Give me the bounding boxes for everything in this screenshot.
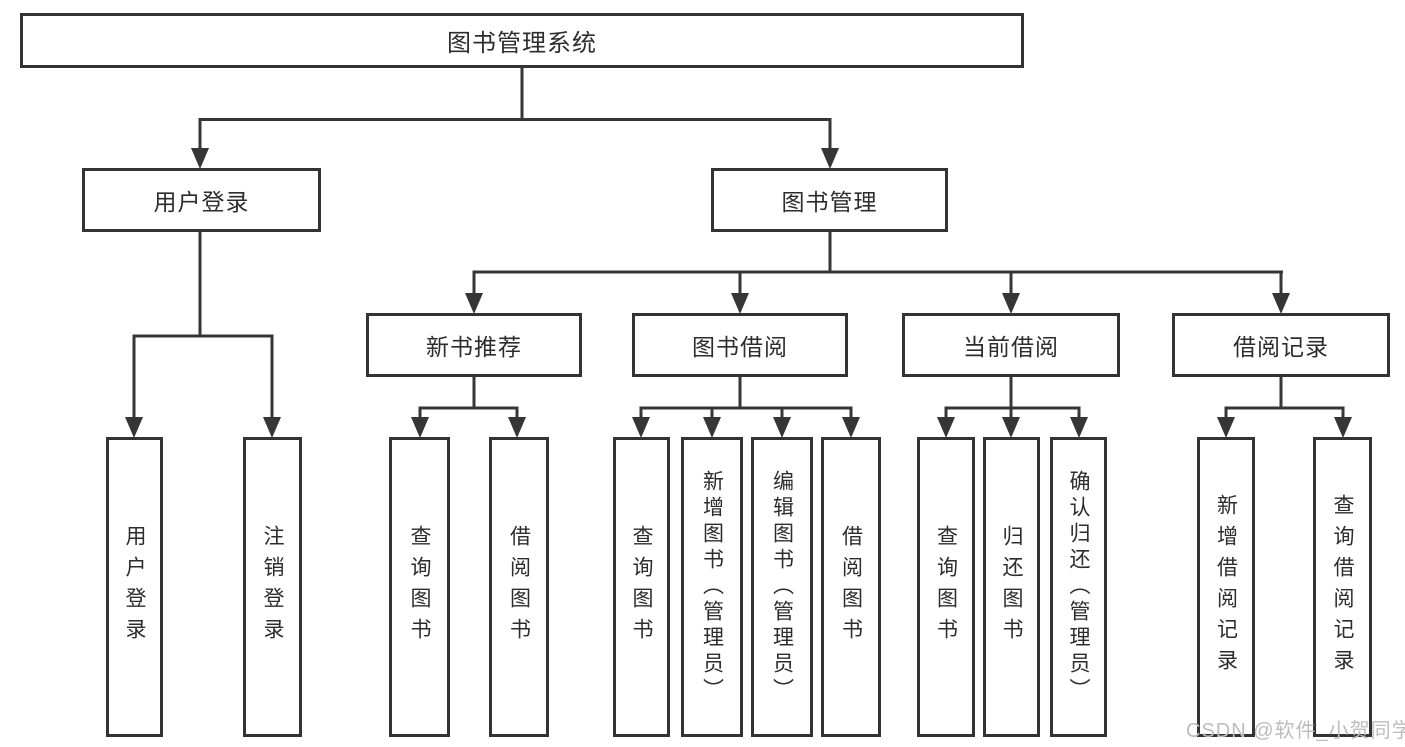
node-borrowing-records: 借阅记录 — [1172, 313, 1390, 377]
node-return-books: 归还图书 — [983, 437, 1040, 737]
node-user-login: 用户登录 — [82, 168, 321, 232]
csdn-watermark: CSDN @软件_小贺同学 — [1186, 720, 1405, 742]
node-user-login-leaf: 用户登录 — [106, 437, 163, 737]
node-new-book-recommendation: 新书推荐 — [366, 313, 582, 377]
node-query-books-borrowing: 查询图书 — [613, 437, 670, 737]
node-current-borrowing: 当前借阅 — [902, 313, 1120, 377]
node-confirm-return-admin: 确认归还（管理员） — [1050, 437, 1107, 737]
node-edit-books-admin: 编辑图书（管理员） — [751, 437, 813, 737]
node-borrow-books-recommend: 借阅图书 — [489, 437, 549, 737]
node-book-management: 图书管理 — [711, 168, 948, 232]
node-add-borrow-record: 新增借阅记录 — [1197, 437, 1255, 737]
node-book-borrowing: 图书借阅 — [632, 313, 848, 377]
node-logout-leaf: 注销登录 — [243, 437, 302, 737]
arrow-down-icons — [125, 148, 1352, 438]
node-query-books-recommend: 查询图书 — [389, 437, 450, 737]
node-query-borrow-record: 查询借阅记录 — [1313, 437, 1372, 737]
connector-segments — [132, 68, 1345, 420]
node-add-books-admin: 新增图书（管理员） — [681, 437, 743, 737]
node-query-books-current: 查询图书 — [917, 437, 975, 737]
node-library-management-system: 图书管理系统 — [20, 13, 1024, 68]
node-borrow-books-leaf: 借阅图书 — [821, 437, 881, 737]
